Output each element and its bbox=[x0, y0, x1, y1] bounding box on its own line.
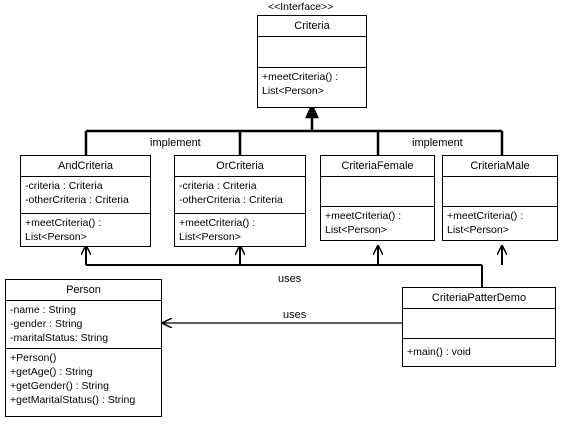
methods-section: +meetCriteria() : List<Person> bbox=[321, 207, 434, 239]
class-criteria-female[interactable]: CriteriaFemale +meetCriteria() : List<Pe… bbox=[320, 155, 435, 241]
attributes-section: -name : String -gender : String -marital… bbox=[6, 301, 161, 349]
attribute-row: -gender : String bbox=[10, 318, 83, 330]
uses-person-label: uses bbox=[283, 309, 307, 321]
method-row: +meetCriteria() : bbox=[25, 217, 102, 229]
method-row: +main() : void bbox=[407, 346, 471, 358]
attribute-row: -otherCriteria : Criteria bbox=[179, 194, 283, 206]
class-person[interactable]: Person -name : String -gender : String -… bbox=[5, 279, 162, 417]
attribute-row: -maritalStatus: String bbox=[10, 332, 109, 344]
class-name: AndCriteria bbox=[21, 156, 150, 177]
class-name: CriteriaMale bbox=[443, 156, 557, 177]
class-and-criteria[interactable]: AndCriteria -criteria : Criteria -otherC… bbox=[20, 155, 151, 247]
class-criteria-male[interactable]: CriteriaMale +meetCriteria() : List<Pers… bbox=[442, 155, 558, 241]
attribute-row: -otherCriteria : Criteria bbox=[25, 194, 129, 206]
methods-section: +meetCriteria() : List<Person> bbox=[443, 207, 557, 239]
class-or-criteria[interactable]: OrCriteria -criteria : Criteria -otherCr… bbox=[174, 155, 306, 247]
uses-criteria-connectors bbox=[86, 246, 502, 287]
implement-label-left: implement bbox=[150, 137, 201, 149]
class-name: Person bbox=[6, 280, 161, 301]
attributes-section bbox=[443, 177, 557, 207]
implement-label-right: implement bbox=[412, 137, 463, 149]
attributes-section bbox=[321, 177, 434, 207]
attribute-row: -name : String bbox=[10, 304, 76, 316]
class-name: Criteria bbox=[258, 16, 366, 37]
methods-section: +meetCriteria() : List<Person> bbox=[258, 68, 366, 100]
method-row: List<Person> bbox=[25, 231, 87, 243]
attribute-row: -criteria : Criteria bbox=[179, 180, 257, 192]
class-name: CriteriaFemale bbox=[321, 156, 434, 177]
class-criteria-patter-demo[interactable]: CriteriaPatterDemo +main() : void bbox=[402, 287, 556, 367]
class-name: OrCriteria bbox=[175, 156, 305, 177]
attribute-row: -criteria : Criteria bbox=[25, 180, 103, 192]
attributes-section bbox=[258, 37, 366, 68]
attributes-section: -criteria : Criteria -otherCriteria : Cr… bbox=[175, 177, 305, 214]
methods-section: +meetCriteria() : List<Person> bbox=[21, 214, 150, 246]
method-row: +Person() bbox=[10, 352, 57, 364]
method-row: List<Person> bbox=[262, 85, 324, 97]
class-criteria[interactable]: Criteria +meetCriteria() : List<Person> bbox=[257, 15, 367, 108]
methods-section: +main() : void bbox=[403, 339, 555, 361]
implement-connectors bbox=[84, 102, 504, 155]
method-row: List<Person> bbox=[325, 224, 387, 236]
methods-section: +meetCriteria() : List<Person> bbox=[175, 214, 305, 246]
method-row: List<Person> bbox=[447, 224, 509, 236]
interface-stereotype: <<Interface>> bbox=[268, 1, 334, 13]
method-row: +getMaritalStatus() : String bbox=[10, 394, 136, 406]
method-row: +getAge() : String bbox=[10, 366, 93, 378]
methods-section: +Person() +getAge() : String +getGender(… bbox=[6, 349, 161, 409]
method-row: List<Person> bbox=[179, 231, 241, 243]
attributes-section bbox=[403, 309, 555, 339]
method-row: +getGender() : String bbox=[10, 380, 109, 392]
method-row: +meetCriteria() : bbox=[447, 210, 524, 222]
method-row: +meetCriteria() : bbox=[325, 210, 402, 222]
method-row: +meetCriteria() : bbox=[262, 71, 339, 83]
class-name: CriteriaPatterDemo bbox=[403, 288, 555, 309]
attributes-section: -criteria : Criteria -otherCriteria : Cr… bbox=[21, 177, 150, 214]
uses-criteria-label: uses bbox=[278, 273, 302, 285]
method-row: +meetCriteria() : bbox=[179, 217, 256, 229]
